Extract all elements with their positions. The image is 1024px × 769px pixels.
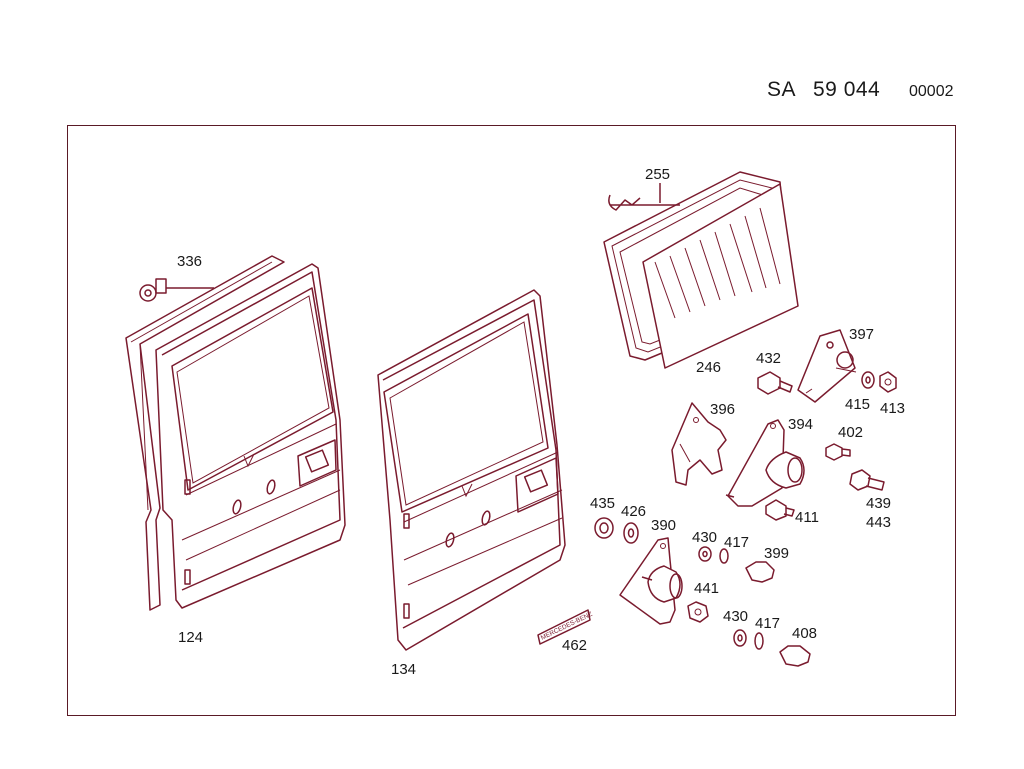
label-397[interactable]: 397: [849, 326, 874, 343]
diagram-header: SA 59 044 00002: [0, 74, 1024, 108]
part-426-washer[interactable]: [623, 522, 639, 544]
label-246[interactable]: 246: [696, 359, 721, 376]
part-411-bolt[interactable]: [765, 499, 795, 521]
part-439-bolt[interactable]: [849, 469, 885, 491]
sheet-number: 59 044: [813, 78, 881, 101]
label-390[interactable]: 390: [651, 517, 676, 534]
part-430-washer-upper[interactable]: [698, 546, 712, 562]
part-415-washer[interactable]: [861, 371, 875, 389]
label-430-lower[interactable]: 430: [723, 608, 748, 625]
diagram-frame: [67, 125, 956, 716]
label-432[interactable]: 432: [756, 350, 781, 367]
label-439[interactable]: 439: [866, 495, 891, 512]
label-417-upper[interactable]: 417: [724, 534, 749, 551]
part-399-bolt[interactable]: [745, 561, 775, 583]
part-430-washer-lower[interactable]: [733, 629, 747, 647]
label-443[interactable]: 443: [866, 514, 891, 531]
label-430-upper[interactable]: 430: [692, 529, 717, 546]
label-396[interactable]: 396: [710, 401, 735, 418]
label-402[interactable]: 402: [838, 424, 863, 441]
label-413[interactable]: 413: [880, 400, 905, 417]
part-134-door[interactable]: [377, 289, 566, 651]
sheet-page: 00002: [909, 83, 954, 100]
label-399[interactable]: 399: [764, 545, 789, 562]
part-124-door[interactable]: [155, 263, 346, 609]
label-124[interactable]: 124: [178, 629, 203, 646]
label-255[interactable]: 255: [645, 166, 670, 183]
part-394-motor-plate[interactable]: [725, 419, 805, 507]
part-435-bushing[interactable]: [594, 517, 614, 539]
part-336-seal[interactable]: [125, 255, 285, 611]
part-441-nut[interactable]: [687, 601, 709, 623]
part-413-nut[interactable]: [879, 371, 897, 393]
sheet-code: SA: [767, 78, 797, 101]
part-397-bracket[interactable]: [797, 329, 857, 403]
part-417-lockwasher-upper[interactable]: [719, 548, 729, 564]
label-435[interactable]: 435: [590, 495, 615, 512]
part-432-bolt[interactable]: [757, 371, 813, 395]
label-411[interactable]: 411: [795, 509, 819, 526]
label-462[interactable]: 462: [562, 637, 587, 654]
label-417-lower[interactable]: 417: [755, 615, 780, 632]
part-396-bracket[interactable]: [671, 402, 727, 486]
part-246-window-glass[interactable]: [642, 183, 799, 369]
part-labels: 336 124 134 255 246 397 432 415 413 396 …: [177, 166, 905, 678]
label-441[interactable]: 441: [694, 580, 719, 597]
label-134[interactable]: 134: [391, 661, 416, 678]
part-390-motor-plate[interactable]: [619, 537, 683, 625]
part-402-bolt[interactable]: [825, 443, 851, 461]
part-408-bolt[interactable]: [779, 645, 811, 667]
label-408[interactable]: 408: [792, 625, 817, 642]
label-336[interactable]: 336: [177, 253, 202, 270]
label-426[interactable]: 426: [621, 503, 646, 520]
part-417-lockwasher-lower[interactable]: [754, 632, 764, 650]
label-415[interactable]: 415: [845, 396, 870, 413]
label-394[interactable]: 394: [788, 416, 813, 433]
